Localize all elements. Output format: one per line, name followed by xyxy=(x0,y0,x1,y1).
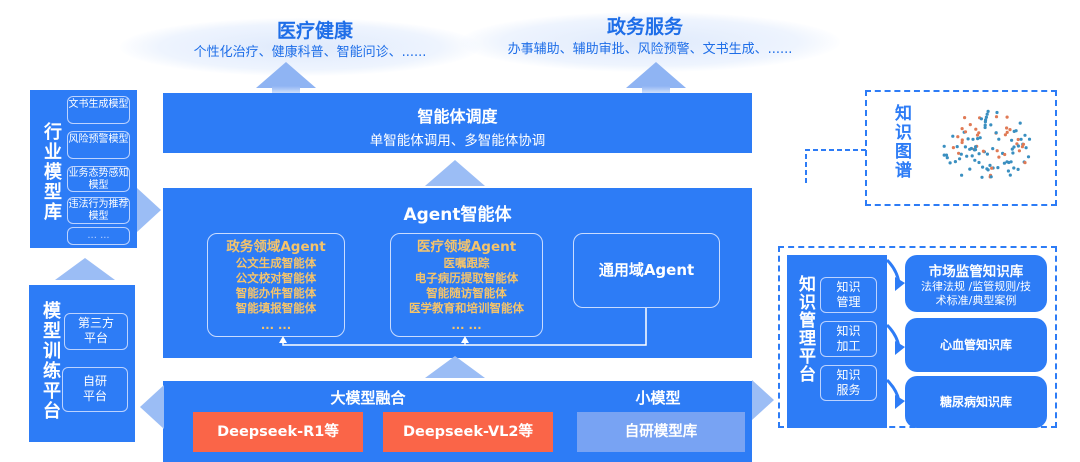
right-arrow-km xyxy=(752,380,774,420)
diabetes-kb[interactable]: 糖尿病知识库 xyxy=(905,376,1047,428)
knowledge-graph-box: 知识图谱 xyxy=(865,90,1057,206)
industry-item[interactable]: 违法行为推荐模型 xyxy=(67,197,130,224)
industry-item[interactable]: 风险预警模型 xyxy=(67,131,130,159)
training-item-own[interactable]: 自研平台 xyxy=(62,367,128,412)
gov-agent-item: 公文校对智能体 xyxy=(235,271,317,285)
medical-title: 医疗健康 xyxy=(276,20,353,42)
models-box: 大模型融合 小模型 Deepseek-R1等 Deepseek-VL2等 自研模… xyxy=(163,381,752,462)
arrow-stem xyxy=(642,86,670,94)
gov-agent-item: 公文生成智能体 xyxy=(235,256,317,270)
fusion-title: 大模型融合 xyxy=(330,389,406,407)
gov-agent-card[interactable]: 政务领域Agent 公文生成智能体 公文校对智能体 智能办件智能体 智能填报智能… xyxy=(207,233,345,337)
left-arrow-training xyxy=(140,385,164,429)
med-agent-card[interactable]: 医疗领域Agent 医嘱跟踪 电子病历提取智能体 智能随访智能体 医学教育和培训… xyxy=(390,233,543,337)
agent-connector xyxy=(279,308,647,346)
industry-model-box: 行业模型库 文书生成模型 风险预警模型 业务态势感知模型 违法行为推荐模型 ..… xyxy=(30,90,137,248)
med-agent-item: 电子病历提取智能体 xyxy=(414,271,519,285)
agent-box: Agent智能体 政务领域Agent 公文生成智能体 公文校对智能体 智能办件智… xyxy=(163,188,752,358)
kg-dashed-connector xyxy=(805,149,866,186)
right-arrow-industry xyxy=(137,188,161,232)
deepseek-vl2-box[interactable]: Deepseek-VL2等 xyxy=(383,412,553,452)
cardiovascular-kb[interactable]: 心血管知识库 xyxy=(905,318,1047,372)
agent-title: Agent智能体 xyxy=(403,205,512,225)
deepseek-r1-box[interactable]: Deepseek-R1等 xyxy=(193,412,363,452)
general-agent-card[interactable]: 通用域Agent xyxy=(573,233,720,308)
gov-agent-item: ... ... xyxy=(260,318,292,332)
arrow-stem xyxy=(272,86,300,94)
industry-title: 行业模型库 xyxy=(41,122,62,222)
market-regulation-kb[interactable]: 市场监管知识库 法律法规 /监管规则/技术标准/典型案例 xyxy=(905,255,1047,312)
km-item-service[interactable]: 知识服务 xyxy=(820,365,877,401)
dispatch-box: 智能体调度 单智能体调用、多智能体协调 xyxy=(163,93,752,153)
kb-title: 市场监管知识库 xyxy=(928,264,1024,280)
up-arrow-dispatch xyxy=(425,160,485,186)
medical-subtitle: 个性化治疗、健康科普、智能问诊、...... xyxy=(193,45,427,60)
industry-item[interactable]: 文书生成模型 xyxy=(67,96,130,124)
km-item-process[interactable]: 知识加工 xyxy=(820,321,877,357)
training-title: 模型训练平台 xyxy=(40,301,61,421)
gov-agent-title: 政务领域Agent xyxy=(226,239,326,255)
training-platform-box: 模型训练平台 第三方平台 自研平台 xyxy=(29,285,135,442)
kg-title: 知识图谱 xyxy=(891,104,911,180)
med-agent-item: 智能随访智能体 xyxy=(426,286,507,300)
med-agent-item: 医学教育和培训智能体 xyxy=(409,301,524,315)
general-agent-title: 通用域Agent xyxy=(598,261,695,279)
med-agent-item: ... ... xyxy=(451,318,482,332)
industry-item[interactable]: ... ... xyxy=(67,227,130,245)
med-agent-item: 医嘱跟踪 xyxy=(443,256,490,270)
med-agent-title: 医疗领域Agent xyxy=(416,239,517,255)
industry-item[interactable]: 业务态势感知模型 xyxy=(67,166,130,192)
training-item-third-party[interactable]: 第三方平台 xyxy=(64,313,128,350)
kb-desc: 法律法规 /监管规则/技术标准/典型案例 xyxy=(921,280,1031,307)
up-arrow-training xyxy=(55,258,115,280)
up-arrow-medical xyxy=(256,62,316,88)
up-arrow-government xyxy=(626,62,686,88)
small-model-title: 小模型 xyxy=(635,389,681,407)
gov-agent-item: 智能办件智能体 xyxy=(235,286,317,300)
km-platform-panel: 知识管理平台 知识管理 知识加工 知识服务 xyxy=(787,255,887,428)
government-subtitle: 办事辅助、辅助审批、风险预警、文书生成、...... xyxy=(507,42,793,57)
gov-agent-item: 智能填报智能体 xyxy=(235,301,317,315)
knowledge-graph-image xyxy=(942,109,1032,179)
dispatch-title: 智能体调度 xyxy=(417,107,498,126)
km-item-manage[interactable]: 知识管理 xyxy=(820,277,877,313)
up-arrow-models xyxy=(425,356,485,378)
km-arrows xyxy=(885,258,905,409)
km-title: 知识管理平台 xyxy=(795,275,815,383)
dispatch-subtitle: 单智能体调用、多智能体协调 xyxy=(369,133,546,149)
own-model-library-box[interactable]: 自研模型库 xyxy=(577,412,745,452)
government-title: 政务服务 xyxy=(606,16,683,38)
